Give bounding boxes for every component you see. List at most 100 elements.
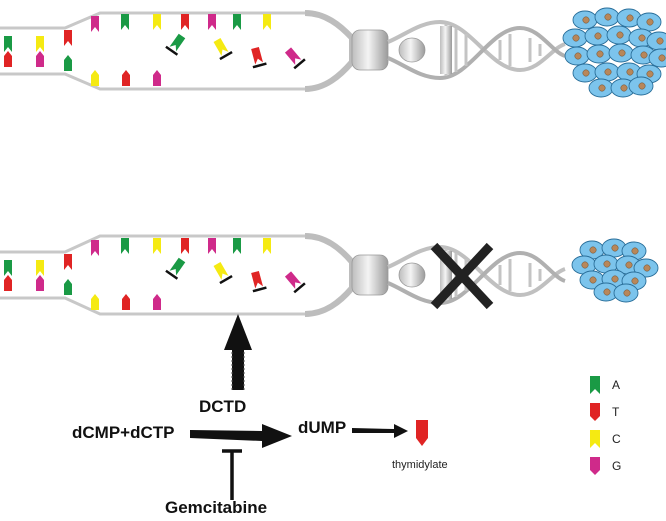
nucleotide-a-icon <box>64 279 72 295</box>
cell-cluster-bottom <box>571 238 659 303</box>
legend-label: A <box>612 378 621 392</box>
nucleotide-c-icon <box>263 14 271 30</box>
nucleotide-c-icon <box>153 238 161 254</box>
nucleus-icon <box>581 261 589 269</box>
legend-label: G <box>612 459 622 473</box>
helix-bulb <box>398 37 426 63</box>
nucleus-icon <box>616 31 624 39</box>
product-label: dUMP <box>298 418 347 437</box>
nucleotide-a-icon <box>233 14 241 30</box>
fork-junction <box>304 233 355 317</box>
nucleotide-t-icon <box>4 275 12 291</box>
nucleotide-a-icon <box>165 33 186 56</box>
nucleus-icon <box>589 246 597 254</box>
nucleus-icon <box>638 34 646 42</box>
nucleotide-a-icon <box>121 238 129 254</box>
nucleotide-t-icon <box>181 14 189 30</box>
nucleotide-c-icon <box>213 262 233 285</box>
upward-arrow <box>224 314 252 390</box>
nucleotide-a-icon <box>233 238 241 254</box>
nucleus-icon <box>620 84 628 92</box>
enzyme-label: DCTD <box>199 397 247 416</box>
nucleotide-t-icon <box>251 270 267 293</box>
base-t-icon <box>590 403 600 421</box>
nucleus-icon <box>643 264 651 272</box>
base-c-icon <box>590 430 600 448</box>
replication-fork-top <box>0 10 566 92</box>
nucleotide-a-icon <box>165 257 186 280</box>
nucleotide-c-icon <box>91 70 99 86</box>
fork-upper-rail <box>0 234 305 254</box>
drug-label: Gemcitabine <box>165 498 268 517</box>
helix-bulb <box>398 262 426 288</box>
nucleus-icon <box>631 277 639 285</box>
helix-strand-b <box>387 250 566 306</box>
nucleus-icon <box>646 70 654 78</box>
nucleus-icon <box>625 261 633 269</box>
nucleus-icon <box>618 49 626 57</box>
nucleotide-t-icon <box>64 30 72 46</box>
helix-strand-a <box>387 244 566 298</box>
nucleus-icon <box>611 244 619 252</box>
replication-fork-bottom <box>0 233 566 317</box>
substrate-label: dCMP+dCTP <box>72 423 175 442</box>
helix-strand-b <box>387 25 566 81</box>
nucleotide-g-icon <box>36 51 44 67</box>
nucleotide-g-icon <box>36 275 44 291</box>
nucleotide-c-icon <box>263 238 271 254</box>
nucleotide-c-icon <box>91 294 99 310</box>
nucleus-icon <box>626 68 634 76</box>
legend-label: C <box>612 432 621 446</box>
cell-icon <box>648 48 666 68</box>
helix-strand-a <box>387 19 566 73</box>
nucleotides-bottom <box>4 238 306 310</box>
nucleus-icon <box>631 247 639 255</box>
nucleotide-g-icon <box>284 271 306 294</box>
nucleotide-a-icon <box>64 55 72 71</box>
nucleus-icon <box>640 51 648 59</box>
nucleotide-a-icon <box>4 36 12 52</box>
inhibition-bar <box>222 449 242 500</box>
nucleus-icon <box>638 82 646 90</box>
helix-cylinder <box>351 29 389 71</box>
nucleus-icon <box>598 84 606 92</box>
nucleotide-t-icon <box>181 238 189 254</box>
nucleus-icon <box>596 50 604 58</box>
nucleus-icon <box>574 52 582 60</box>
legend-item-g: G <box>590 457 621 475</box>
helix-cylinder <box>351 254 389 296</box>
nucleotide-c-icon <box>36 260 44 276</box>
base-g-icon <box>590 457 600 475</box>
nucleotide-g-icon <box>153 294 161 310</box>
end-product-label: thymidylate <box>392 459 448 471</box>
nucleotide-g-icon <box>91 16 99 32</box>
nucleotide-g-icon <box>91 240 99 256</box>
fork-lower-rail <box>0 296 305 316</box>
nucleus-icon <box>572 34 580 42</box>
nucleotide-g-icon <box>208 238 216 254</box>
block-cross-icon <box>430 242 494 310</box>
nucleus-icon <box>604 13 612 21</box>
nucleotide-c-icon <box>153 14 161 30</box>
reaction-arrow <box>190 424 292 448</box>
nucleus-icon <box>589 276 597 284</box>
nucleus-icon <box>603 288 611 296</box>
nucleus-icon <box>626 14 634 22</box>
nucleotide-a-icon <box>4 260 12 276</box>
nucleotide-g-icon <box>208 14 216 30</box>
nucleotide-a-icon <box>121 14 129 30</box>
legend-item-c: C <box>590 430 621 448</box>
nucleotide-t-icon <box>122 70 130 86</box>
legend-item-t: T <box>590 403 619 421</box>
nucleus-icon <box>604 68 612 76</box>
legend-item-a: A <box>590 376 620 394</box>
nucleotide-t-icon <box>122 294 130 310</box>
legend-label: T <box>612 405 620 419</box>
nucleotide-g-icon <box>284 47 306 70</box>
fork-junction <box>304 10 355 92</box>
cell-cluster-top <box>562 7 666 98</box>
fork-lower-rail <box>0 72 305 91</box>
nucleus-icon <box>594 32 602 40</box>
nucleotide-t-icon <box>64 254 72 270</box>
